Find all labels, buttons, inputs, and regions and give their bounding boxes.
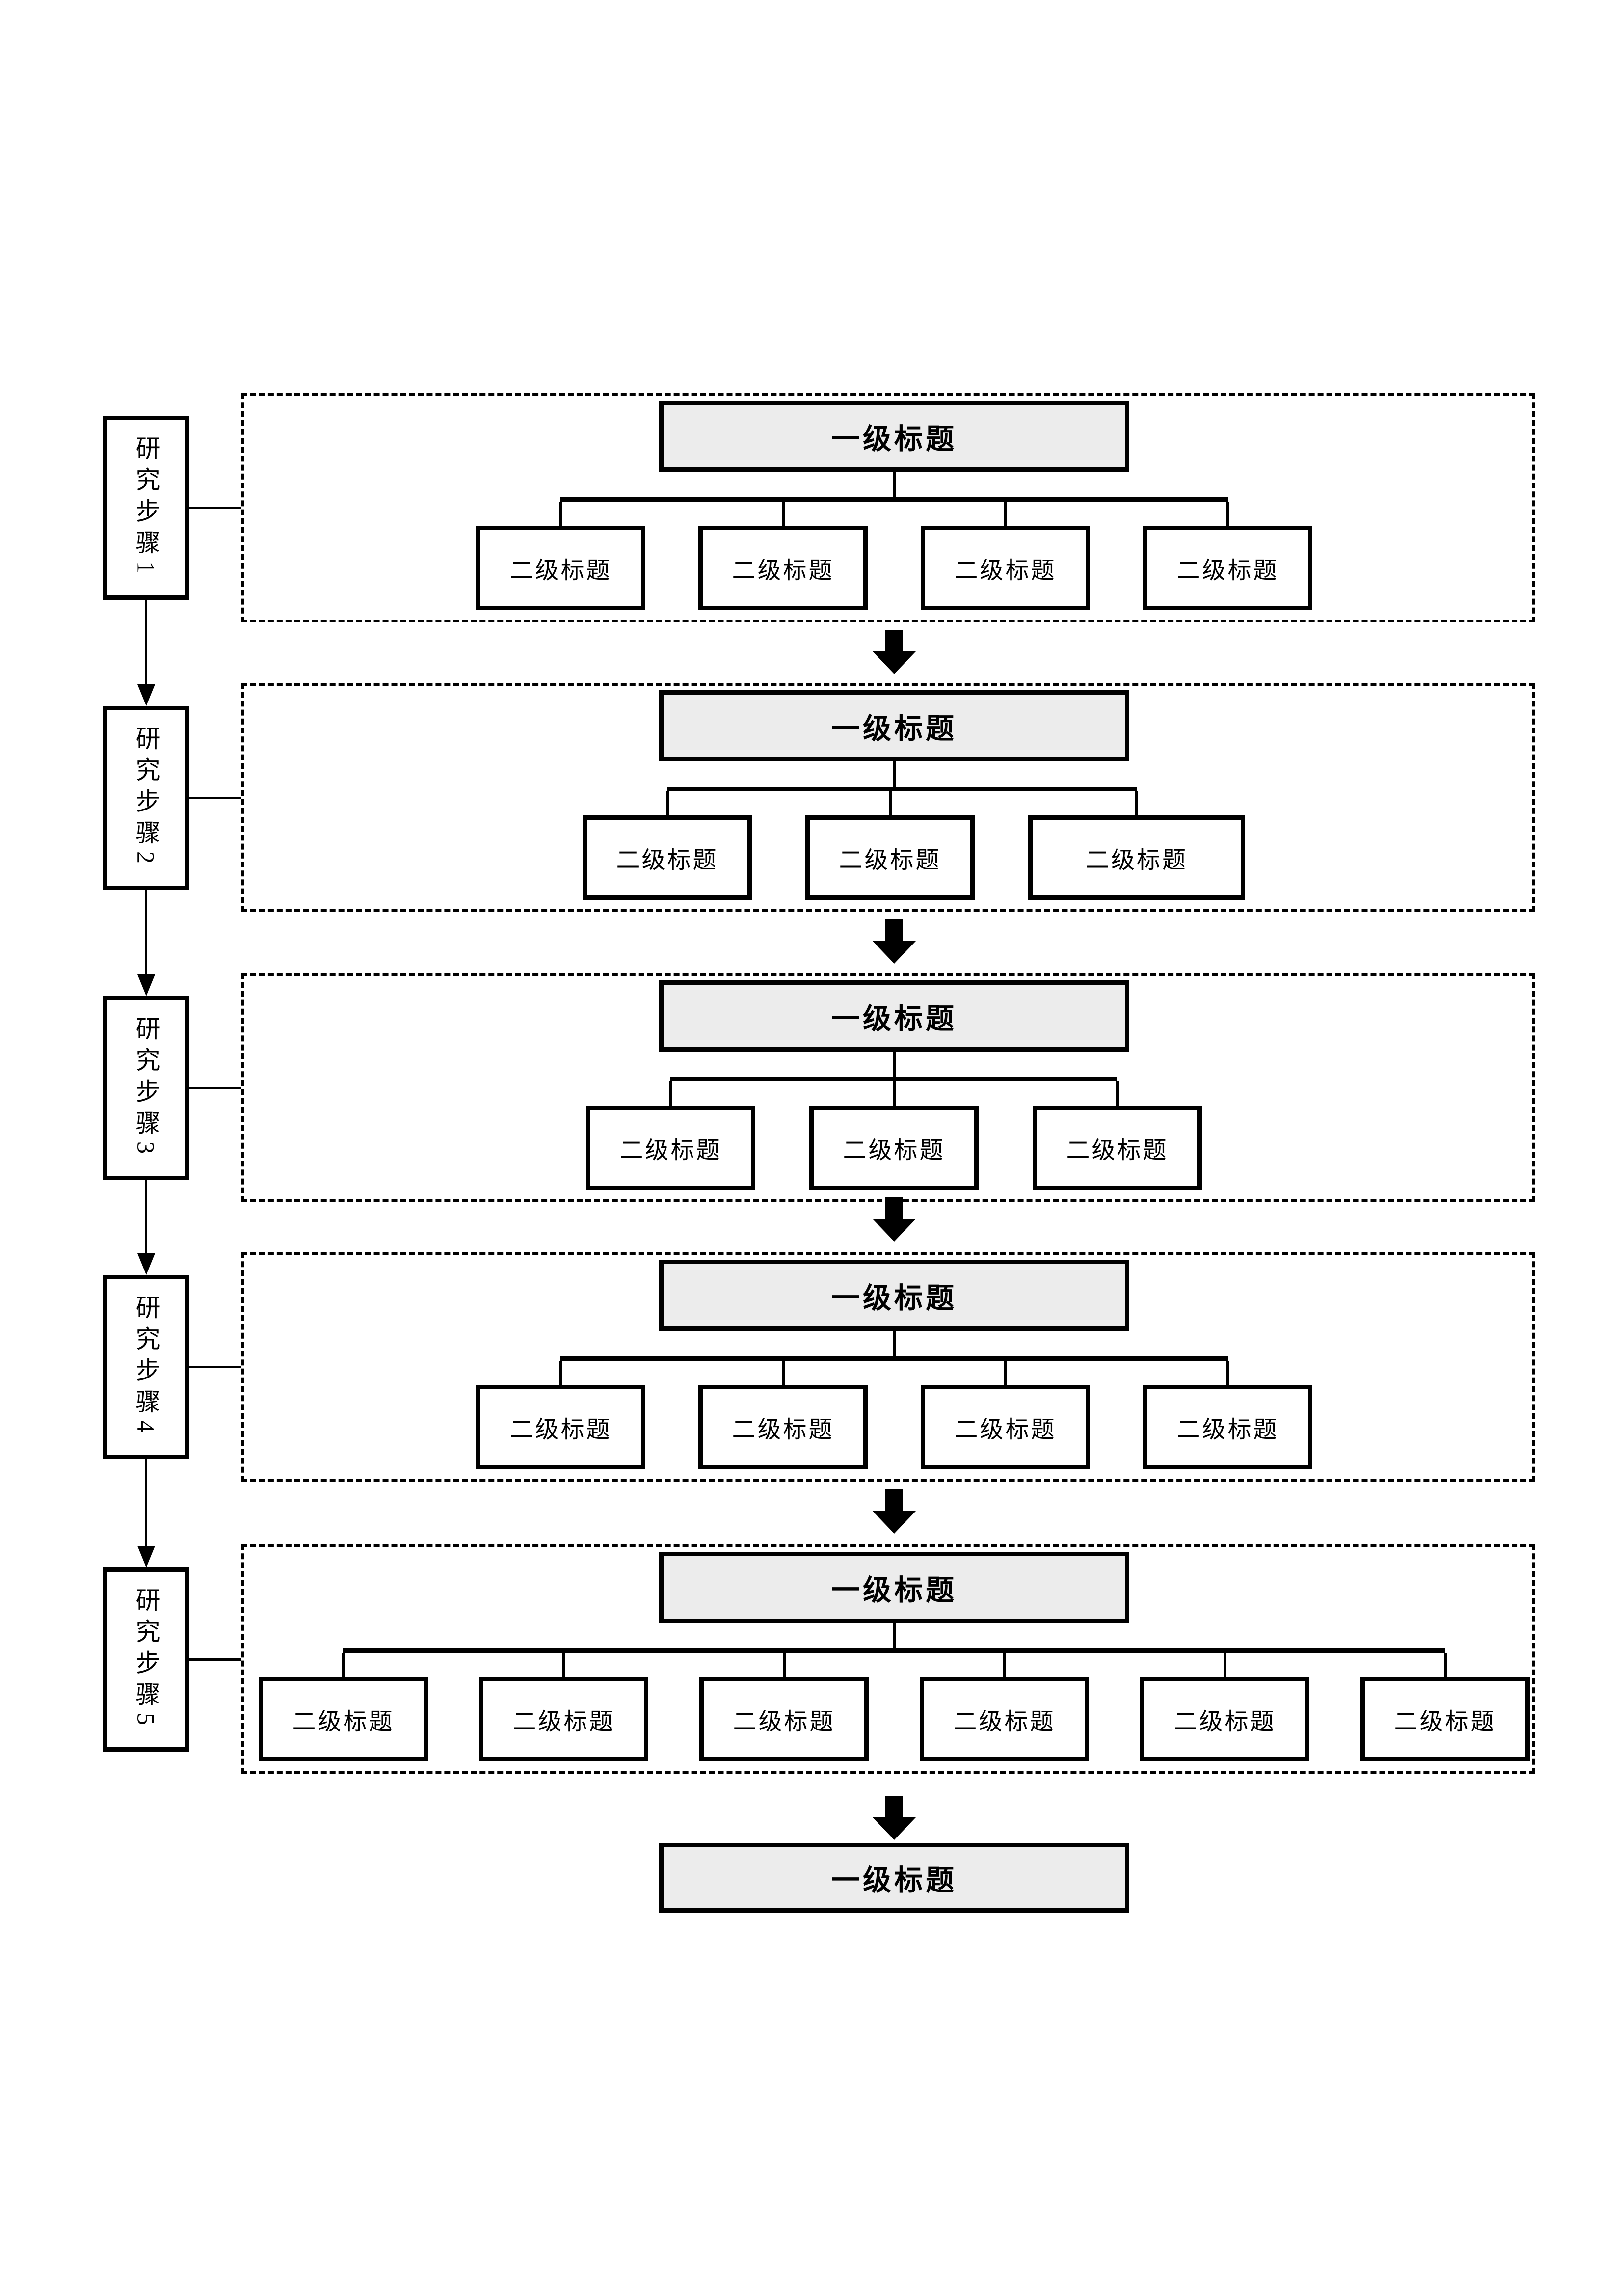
connector-drop bbox=[1226, 502, 1229, 526]
arrow-head bbox=[873, 1511, 916, 1534]
level2-title-box: 二级标题 bbox=[805, 815, 975, 900]
level1-title-box-5: 一级标题 bbox=[659, 1552, 1129, 1623]
connector-drop bbox=[1116, 1081, 1119, 1106]
level2-title-box: 二级标题 bbox=[1360, 1677, 1530, 1761]
connector-drop bbox=[559, 502, 562, 526]
arrow-shaft bbox=[885, 919, 903, 941]
down-arrow-icon bbox=[137, 974, 155, 996]
connector-drop bbox=[666, 791, 669, 815]
arrow-shaft bbox=[885, 1489, 903, 1511]
down-arrow-icon bbox=[137, 1546, 155, 1567]
connector-bus-4 bbox=[560, 1356, 1228, 1361]
step-label-box-3: 研究步骤3 bbox=[103, 996, 189, 1180]
level1-title-box-1: 一级标题 bbox=[659, 401, 1129, 472]
arrow-head bbox=[873, 1817, 916, 1840]
level2-title-box: 二级标题 bbox=[586, 1106, 755, 1190]
connector-drop bbox=[1004, 1361, 1007, 1385]
level1-title-box-3: 一级标题 bbox=[659, 980, 1129, 1052]
connector-bus-2 bbox=[667, 787, 1137, 791]
arrow-head bbox=[873, 651, 916, 674]
connector-drop bbox=[562, 1653, 565, 1677]
step-label-text-2: 研究步骤2 bbox=[132, 726, 160, 870]
level2-title-box: 二级标题 bbox=[583, 815, 752, 900]
connector-drop bbox=[783, 1653, 786, 1677]
down-arrow-icon bbox=[873, 1489, 916, 1534]
connector-stem-5 bbox=[893, 1623, 896, 1648]
connector-drop bbox=[782, 502, 785, 526]
step-label-text-1: 研究步骤1 bbox=[132, 435, 160, 580]
connector-drop bbox=[782, 1361, 785, 1385]
connector-drop bbox=[1003, 1653, 1006, 1677]
step-container-4 bbox=[241, 1252, 1535, 1482]
step-label-text-5: 研究步骤5 bbox=[132, 1587, 160, 1732]
down-arrow-icon bbox=[873, 1197, 916, 1242]
arrow-shaft bbox=[885, 1197, 903, 1219]
connector-drop bbox=[559, 1361, 562, 1385]
label-connector-line-5 bbox=[189, 1658, 241, 1661]
level1-title-box-2: 一级标题 bbox=[659, 690, 1129, 761]
label-connector-line-1 bbox=[189, 507, 241, 509]
step-label-box-5: 研究步骤5 bbox=[103, 1567, 189, 1752]
down-arrow-icon bbox=[137, 684, 155, 706]
level2-title-box: 二级标题 bbox=[1143, 526, 1312, 610]
step-flow-line-4 bbox=[145, 1459, 147, 1546]
connector-drop bbox=[1226, 1361, 1229, 1385]
level2-title-box: 二级标题 bbox=[1028, 815, 1245, 900]
connector-drop bbox=[1224, 1653, 1226, 1677]
level2-title-box: 二级标题 bbox=[259, 1677, 428, 1761]
step-label-box-1: 研究步骤1 bbox=[103, 416, 189, 600]
arrow-shaft bbox=[885, 1796, 903, 1817]
level2-title-box: 二级标题 bbox=[1143, 1385, 1312, 1469]
level2-title-box: 二级标题 bbox=[809, 1106, 979, 1190]
step-flow-line-3 bbox=[145, 1180, 147, 1253]
connector-stem-2 bbox=[893, 761, 896, 787]
step-label-box-2: 研究步骤2 bbox=[103, 706, 189, 890]
connector-stem-4 bbox=[893, 1331, 896, 1356]
step-label-text-3: 研究步骤3 bbox=[132, 1016, 160, 1161]
label-connector-line-4 bbox=[189, 1366, 241, 1368]
step-label-text-4: 研究步骤4 bbox=[132, 1295, 160, 1439]
level2-title-box: 二级标题 bbox=[1033, 1106, 1202, 1190]
connector-drop bbox=[889, 791, 892, 815]
arrow-shaft bbox=[885, 630, 903, 651]
level2-title-box: 二级标题 bbox=[921, 526, 1090, 610]
connector-bus-1 bbox=[560, 497, 1228, 502]
step-flow-line-1 bbox=[145, 600, 147, 684]
level2-title-box: 二级标题 bbox=[476, 1385, 645, 1469]
level2-title-box: 二级标题 bbox=[698, 526, 868, 610]
step-container-5 bbox=[241, 1544, 1535, 1774]
connector-drop bbox=[669, 1081, 672, 1106]
connector-bus-5 bbox=[343, 1648, 1445, 1653]
connector-stem-1 bbox=[893, 472, 896, 497]
connector-drop bbox=[1004, 502, 1007, 526]
level2-title-box: 二级标题 bbox=[476, 526, 645, 610]
down-arrow-icon bbox=[873, 1796, 916, 1840]
step-label-box-4: 研究步骤4 bbox=[103, 1275, 189, 1459]
level2-title-box: 二级标题 bbox=[699, 1677, 869, 1761]
label-connector-line-2 bbox=[189, 797, 241, 799]
connector-stem-3 bbox=[893, 1052, 896, 1077]
arrow-head bbox=[873, 1219, 916, 1242]
final-title-box: 一级标题 bbox=[659, 1843, 1129, 1913]
down-arrow-icon bbox=[873, 630, 916, 674]
level1-title-box-4: 一级标题 bbox=[659, 1260, 1129, 1331]
label-connector-line-3 bbox=[189, 1087, 241, 1089]
connector-drop bbox=[893, 1081, 896, 1106]
connector-bus-3 bbox=[670, 1077, 1117, 1081]
down-arrow-icon bbox=[137, 1253, 155, 1275]
level2-title-box: 二级标题 bbox=[479, 1677, 648, 1761]
step-container-1 bbox=[241, 393, 1535, 622]
down-arrow-icon bbox=[873, 919, 916, 964]
level2-title-box: 二级标题 bbox=[921, 1385, 1090, 1469]
level2-title-box: 二级标题 bbox=[698, 1385, 868, 1469]
arrow-head bbox=[873, 941, 916, 964]
connector-drop bbox=[1444, 1653, 1447, 1677]
level2-title-box: 二级标题 bbox=[1140, 1677, 1309, 1761]
connector-drop bbox=[1135, 791, 1138, 815]
level2-title-box: 二级标题 bbox=[920, 1677, 1089, 1761]
step-container-2 bbox=[241, 683, 1535, 912]
connector-drop bbox=[342, 1653, 345, 1677]
step-flow-line-2 bbox=[145, 890, 147, 974]
